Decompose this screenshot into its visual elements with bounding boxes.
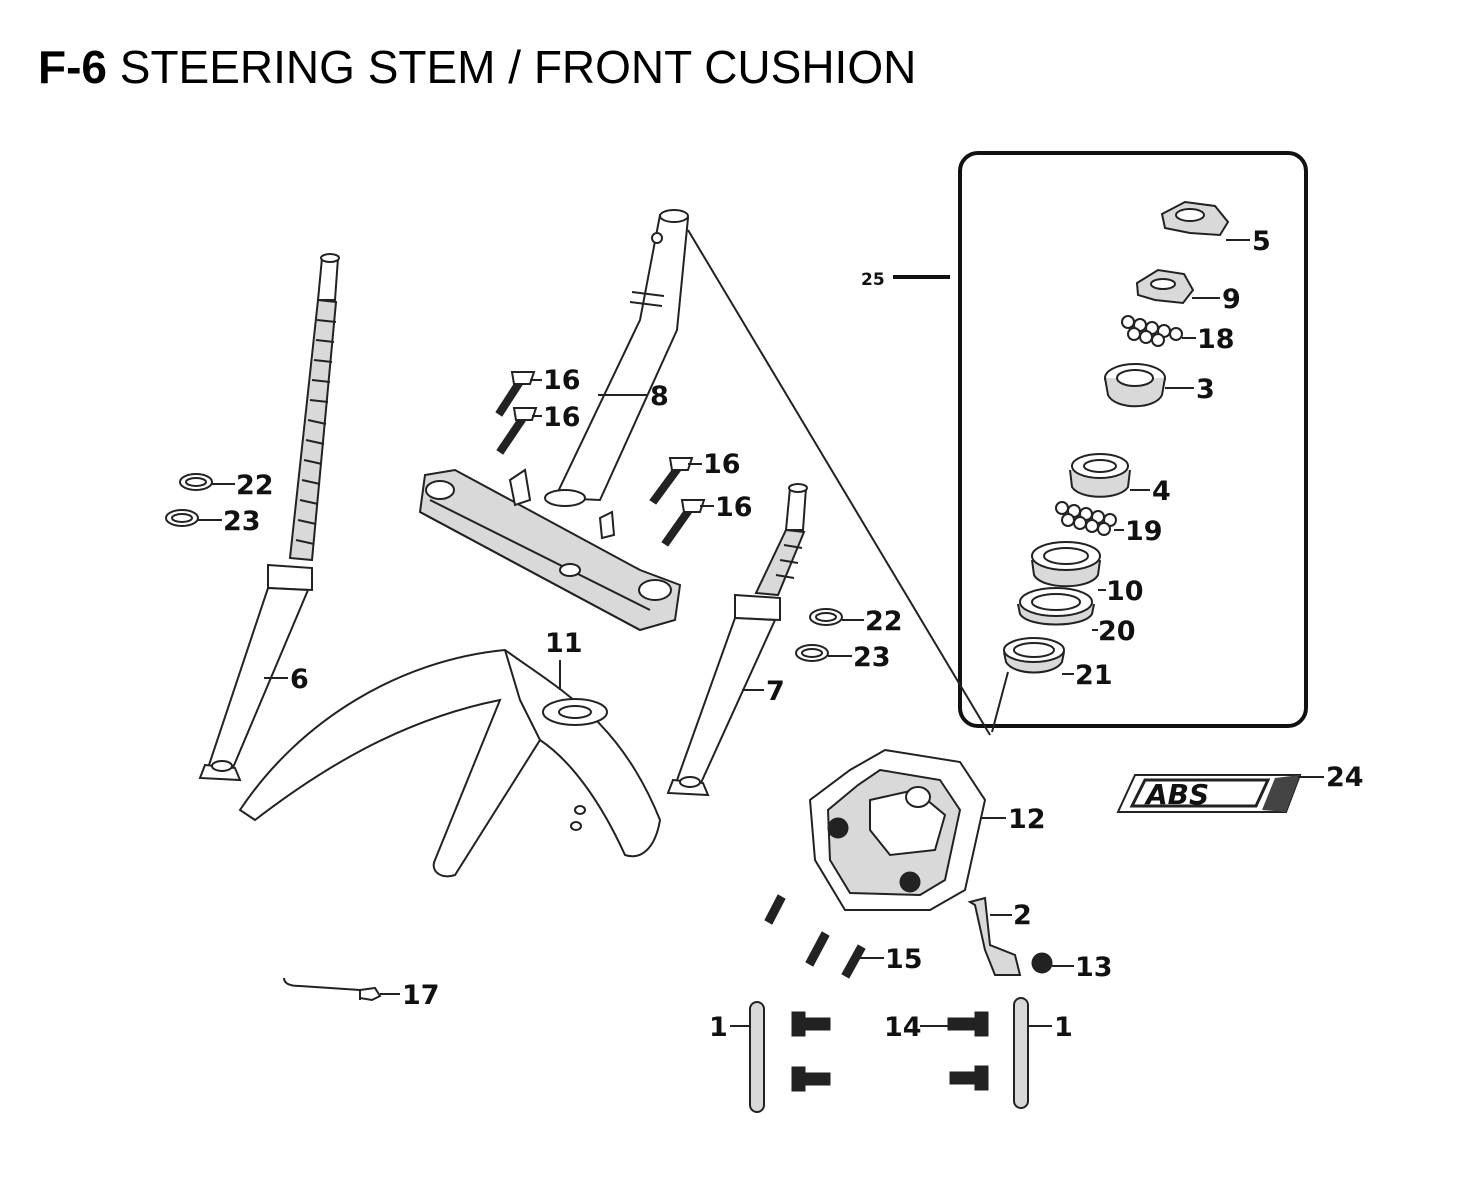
bolt-14-a [791,1011,831,1037]
bearing-kit-box [958,151,1308,728]
dust-seal-21 [1003,637,1065,674]
stem-kit-leader [687,229,991,736]
page-title: F-6 STEERING STEM / FRONT CUSHION [38,40,916,94]
callout-22-right: 22 [865,606,903,637]
callout-16-a: 16 [543,365,581,396]
steering-stem [418,209,690,632]
figure-code: F-6 [38,41,107,93]
screw-15-c [841,944,866,979]
pinch-bolt-16b [496,407,538,455]
pinch-bolt-16c [649,457,694,505]
bolt-14-b [791,1066,831,1092]
lock-nut-5 [1160,200,1230,237]
abs-emblem: ABS [1116,774,1302,813]
callout-11: 11 [545,628,583,659]
pinch-bolt-16a [495,371,536,417]
callout-15: 15 [885,944,923,975]
callout-21: 21 [1075,660,1113,691]
hose-bracket [967,896,1022,976]
figure-name: STEERING STEM / FRONT CUSHION [119,41,917,93]
callout-19: 19 [1125,516,1163,547]
callout-16-c: 16 [703,449,741,480]
screw-15-a [764,894,786,925]
callout-23-left: 23 [223,506,261,537]
callout-1-left: 1 [709,1012,728,1043]
callout-17: 17 [402,980,440,1011]
callout-24: 24 [1326,762,1364,793]
callout-8: 8 [650,381,669,412]
callout-16-d: 16 [715,492,753,523]
top-cone-race-3 [1104,363,1166,408]
top-ball-race-4 [1069,453,1131,498]
screw-15-b [805,931,830,967]
adjust-nut-9 [1135,268,1195,305]
pinch-bolt-16d [661,499,706,547]
callout-13: 13 [1075,952,1113,983]
callout-16-b: 16 [543,402,581,433]
clamp-bar-left [749,1001,765,1113]
callout-5: 5 [1252,226,1271,257]
flange-nut-13 [1031,952,1053,974]
callout-9: 9 [1222,284,1241,315]
left-front-cushion [198,253,340,782]
bottom-cone-race-20 [1017,587,1095,626]
bottom-ball-race-10 [1031,541,1101,588]
callout-6: 6 [290,664,309,695]
callout-18: 18 [1197,324,1235,355]
front-fender [238,648,662,878]
callout-14: 14 [884,1012,922,1043]
callout-10: 10 [1106,576,1144,607]
callout-22-left: 22 [236,470,274,501]
front-cover-plate [808,748,987,911]
callout-4: 4 [1152,476,1171,507]
clamp-bar-right [1013,997,1029,1109]
callout-23-right: 23 [853,642,891,673]
steel-balls-18 [1121,315,1183,347]
bolt-14-c [947,1011,989,1037]
abs-emblem-text: ABS [1144,778,1209,811]
callout-1-right: 1 [1054,1012,1073,1043]
callout-25: 25 [861,270,885,290]
right-front-cushion [666,483,808,797]
callout-12: 12 [1008,804,1046,835]
hose-clip-17 [283,977,382,1002]
bolt-14-d [949,1065,989,1091]
callout-20: 20 [1098,616,1136,647]
callout-7: 7 [766,676,785,707]
callout-2: 2 [1013,900,1032,931]
callout-3: 3 [1196,374,1215,405]
steel-balls-19 [1055,501,1117,536]
